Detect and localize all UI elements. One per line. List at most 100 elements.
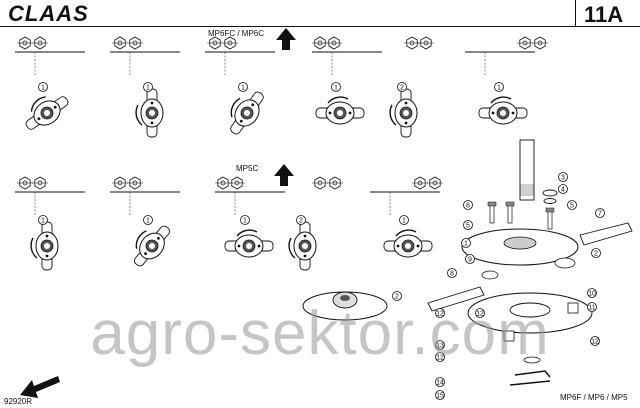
callout-number: 6 (466, 203, 470, 210)
callout-number: 1 (241, 85, 245, 92)
rotor-bolt (491, 111, 495, 115)
rotor-bolt (157, 236, 160, 240)
callout-number: 1 (464, 241, 468, 248)
hex-symbol (34, 36, 46, 50)
callout-circle (296, 215, 306, 225)
callout-circle (399, 215, 409, 225)
bolt-head (505, 201, 515, 207)
callout-number: 12 (591, 339, 599, 346)
rotor-bore (405, 243, 411, 249)
mower-rotor (133, 225, 171, 267)
hex-symbol (406, 36, 418, 50)
callout-number: 8 (450, 271, 454, 278)
rotor-bolt (144, 252, 147, 256)
rotation-arrow (288, 237, 296, 259)
hex-symbol (34, 176, 46, 190)
callout-circle (240, 215, 250, 225)
rotor-bore (403, 110, 409, 116)
hex-symbol (114, 36, 126, 50)
rotor-bore (244, 110, 250, 116)
bolt (489, 204, 495, 224)
rotor-bolt (257, 244, 261, 248)
rotor-bolt (45, 254, 49, 258)
callout-circle (38, 215, 48, 225)
mower-rotor (30, 221, 59, 271)
callout-circle (143, 82, 153, 92)
rotor-bore (149, 243, 155, 249)
rotor-bore (500, 110, 506, 116)
rotor-bolt (328, 111, 332, 115)
callout-circle (392, 291, 402, 301)
hex-symbol (19, 36, 31, 50)
row1-cell-2: 1 (110, 36, 180, 138)
rotation-arrow (389, 104, 397, 126)
rotor-bolt (396, 244, 400, 248)
callout-number: 12 (436, 355, 444, 362)
rotor-bore (149, 110, 155, 116)
hex-symbol (314, 176, 326, 190)
rotor-bolt (303, 234, 307, 238)
callout-circle (38, 82, 48, 92)
bolt-head (545, 207, 555, 213)
hex-symbol (329, 176, 341, 190)
rotation-arrow (236, 229, 258, 237)
callout-number: 9 (468, 257, 472, 264)
page-number: 11A (584, 2, 624, 27)
mower-rotor (224, 229, 274, 258)
bolt (507, 204, 513, 224)
hex-symbol (217, 176, 229, 190)
hex-symbol (519, 36, 531, 50)
knife-holder (554, 257, 576, 269)
washer (542, 189, 558, 197)
rotor-bolt (150, 101, 154, 105)
rotation-arrow (230, 97, 241, 118)
hex-symbol (534, 36, 546, 50)
callout-number: 1 (243, 218, 247, 225)
callout-number: 11 (588, 305, 595, 312)
callout-number: 2 (299, 218, 303, 225)
hex-symbol (420, 36, 432, 50)
callout-circle (494, 82, 504, 92)
header-separator (575, 0, 576, 26)
callout-circle (143, 215, 153, 225)
spring-washer (543, 198, 557, 204)
hex-symbol (129, 176, 141, 190)
callout-circle (435, 377, 445, 387)
callout-number: 5 (466, 223, 470, 230)
hex-symbol (328, 36, 340, 50)
arrow-label-mp6fc: MP6FC / MP6C (208, 29, 265, 38)
rotor-bolt (37, 117, 41, 121)
mower-rotor (478, 96, 528, 125)
rotor-bore (44, 110, 50, 116)
hex-symbol (224, 36, 236, 50)
hex-symbol (231, 176, 243, 190)
callout-number: 4 (561, 187, 565, 194)
rotation-arrow (490, 96, 512, 104)
rotation-arrow (395, 229, 417, 237)
hex-symbol (19, 176, 31, 190)
callout-number: 1 (41, 218, 45, 225)
housing-bore (340, 295, 350, 301)
hex-symbol (429, 176, 441, 190)
callout-number: 2 (400, 85, 404, 92)
callout-circle (465, 254, 475, 264)
mower-rotor (315, 96, 365, 125)
callout-circle (591, 248, 601, 258)
callout-number: 5 (570, 203, 574, 210)
rotation-arrow (327, 96, 349, 104)
callout-circle (463, 220, 473, 230)
upper-disc-hub (503, 236, 537, 250)
mower-rotor (383, 229, 433, 258)
rotor-bolt (251, 103, 255, 107)
mower-rotor (25, 96, 69, 130)
callout-number: 1 (334, 85, 338, 92)
rotor-bolt (404, 121, 408, 125)
rotation-arrow (135, 230, 147, 249)
rotor-bolt (237, 244, 241, 248)
knife-right (579, 222, 633, 246)
nut (503, 330, 515, 342)
row1-cell-1: 1 (15, 36, 85, 130)
rotor-bolt (45, 234, 49, 238)
